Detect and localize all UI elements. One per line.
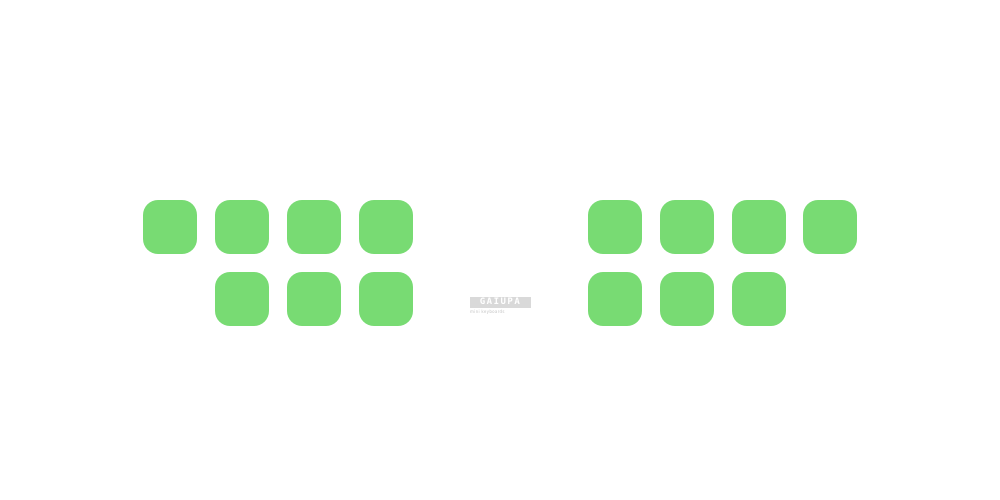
key-left-r2-c3[interactable] [287,272,341,326]
key-right-r2-c1[interactable] [588,272,642,326]
keypad-right [588,200,858,326]
brand-wordmark: GAIUPA [470,297,531,308]
key-left-r1-c4[interactable] [359,200,413,254]
brand-tagline: mini keyboards [470,309,505,314]
key-left-r2-c4[interactable] [359,272,413,326]
key-right-r1-c1[interactable] [588,200,642,254]
keypad-left [143,200,413,326]
key-right-r2-c2[interactable] [660,272,714,326]
key-left-r2-c2[interactable] [215,272,269,326]
brand-logo: GAIUPA mini keyboards [470,297,532,317]
key-right-r2-c3[interactable] [732,272,786,326]
key-left-r1-c1[interactable] [143,200,197,254]
key-right-r1-c4[interactable] [803,200,857,254]
key-right-r1-c2[interactable] [660,200,714,254]
key-right-r1-c3[interactable] [732,200,786,254]
key-left-r1-c3[interactable] [287,200,341,254]
key-left-r1-c2[interactable] [215,200,269,254]
